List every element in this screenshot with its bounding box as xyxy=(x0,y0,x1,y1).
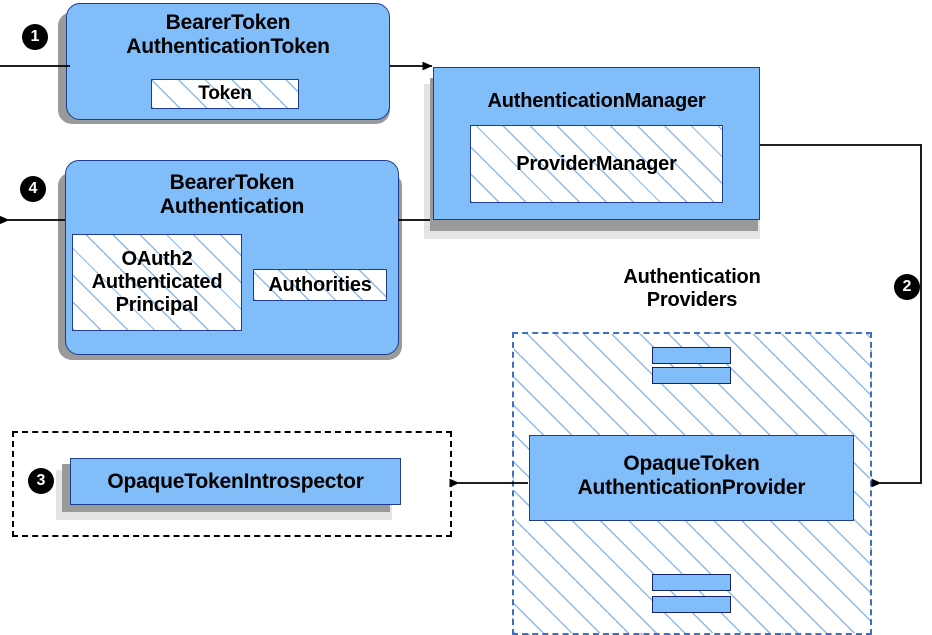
record-stack-bottom-bar-1 xyxy=(652,574,731,591)
principal-line-1: OAuth2 xyxy=(121,248,193,271)
title-line-2: AuthenticationToken xyxy=(126,35,330,59)
step-badge-1: 1 xyxy=(22,24,48,50)
group-label-line-2: Providers xyxy=(646,289,738,312)
panel-principal-label: OAuth2 Authenticated Principal xyxy=(92,248,223,316)
panel-oauth2-authenticated-principal[interactable]: OAuth2 Authenticated Principal xyxy=(72,234,242,331)
step-badge-4: 4 xyxy=(20,176,46,202)
title-line-1: BearerToken xyxy=(165,11,291,34)
node-bearer-token-authentication-token[interactable]: BearerToken AuthenticationToken xyxy=(66,3,390,120)
opaque-token-authentication-provider-title: OpaqueToken AuthenticationProvider xyxy=(530,452,853,501)
node-opaque-token-authentication-provider[interactable]: OpaqueToken AuthenticationProvider xyxy=(529,435,854,521)
panel-authorities-label: Authorities xyxy=(268,273,372,296)
provider-line-2: AuthenticationProvider xyxy=(577,476,806,500)
title-line-1: BearerToken xyxy=(169,171,295,194)
record-stack-bottom-bar-2 xyxy=(652,596,731,613)
step-badge-3: 3 xyxy=(28,468,54,494)
group-label-line-1: Authentication xyxy=(623,266,761,288)
panel-provider-manager-label: ProviderManager xyxy=(516,152,677,175)
panel-authorities[interactable]: Authorities xyxy=(253,269,387,301)
panel-token[interactable]: Token xyxy=(151,79,299,109)
title-line-2: Authentication xyxy=(159,195,305,219)
step-badge-2: 2 xyxy=(894,274,920,300)
record-stack-top-bar-1 xyxy=(652,347,731,364)
principal-line-3: Principal xyxy=(115,293,199,316)
panel-token-label: Token xyxy=(198,83,252,105)
node-opaque-token-introspector[interactable]: OpaqueTokenIntrospector xyxy=(70,458,401,505)
authentication-providers-group-label: Authentication Providers xyxy=(512,266,872,312)
authentication-manager-title: AuthenticationManager xyxy=(487,90,706,112)
record-stack-top-bar-2 xyxy=(652,367,731,384)
opaque-token-introspector-title: OpaqueTokenIntrospector xyxy=(107,470,364,493)
panel-provider-manager[interactable]: ProviderManager xyxy=(470,125,723,203)
provider-line-1: OpaqueToken xyxy=(623,452,760,475)
bearer-token-authentication-title: BearerToken Authentication xyxy=(66,171,398,220)
principal-line-2: Authenticated xyxy=(91,271,223,294)
bearer-token-authentication-token-title: BearerToken AuthenticationToken xyxy=(67,11,389,60)
